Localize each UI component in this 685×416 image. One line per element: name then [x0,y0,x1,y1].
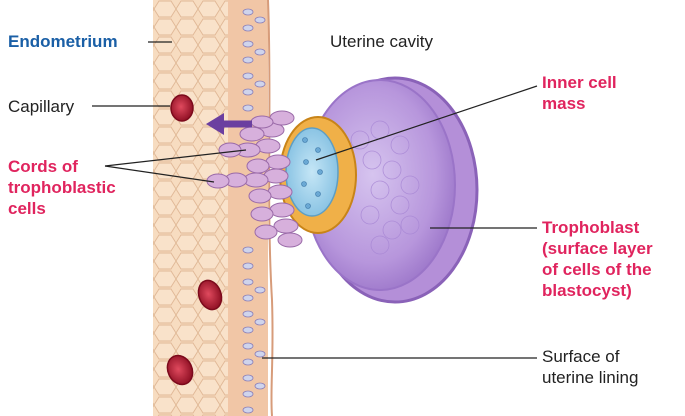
capillary-label: Capillary [8,96,74,117]
inner-cell-mass [280,117,356,233]
trophoblast-label: Trophoblast (surface layer of cells of t… [542,217,653,301]
cords-label: Cords of trophoblastic cells [8,156,116,219]
inner-cell-mass-label: Inner cell mass [542,72,617,114]
uterine-surface-label: Surface of uterine lining [542,346,638,388]
uterine-cavity-label: Uterine cavity [330,31,433,52]
endometrium-label: Endometrium [8,31,118,52]
